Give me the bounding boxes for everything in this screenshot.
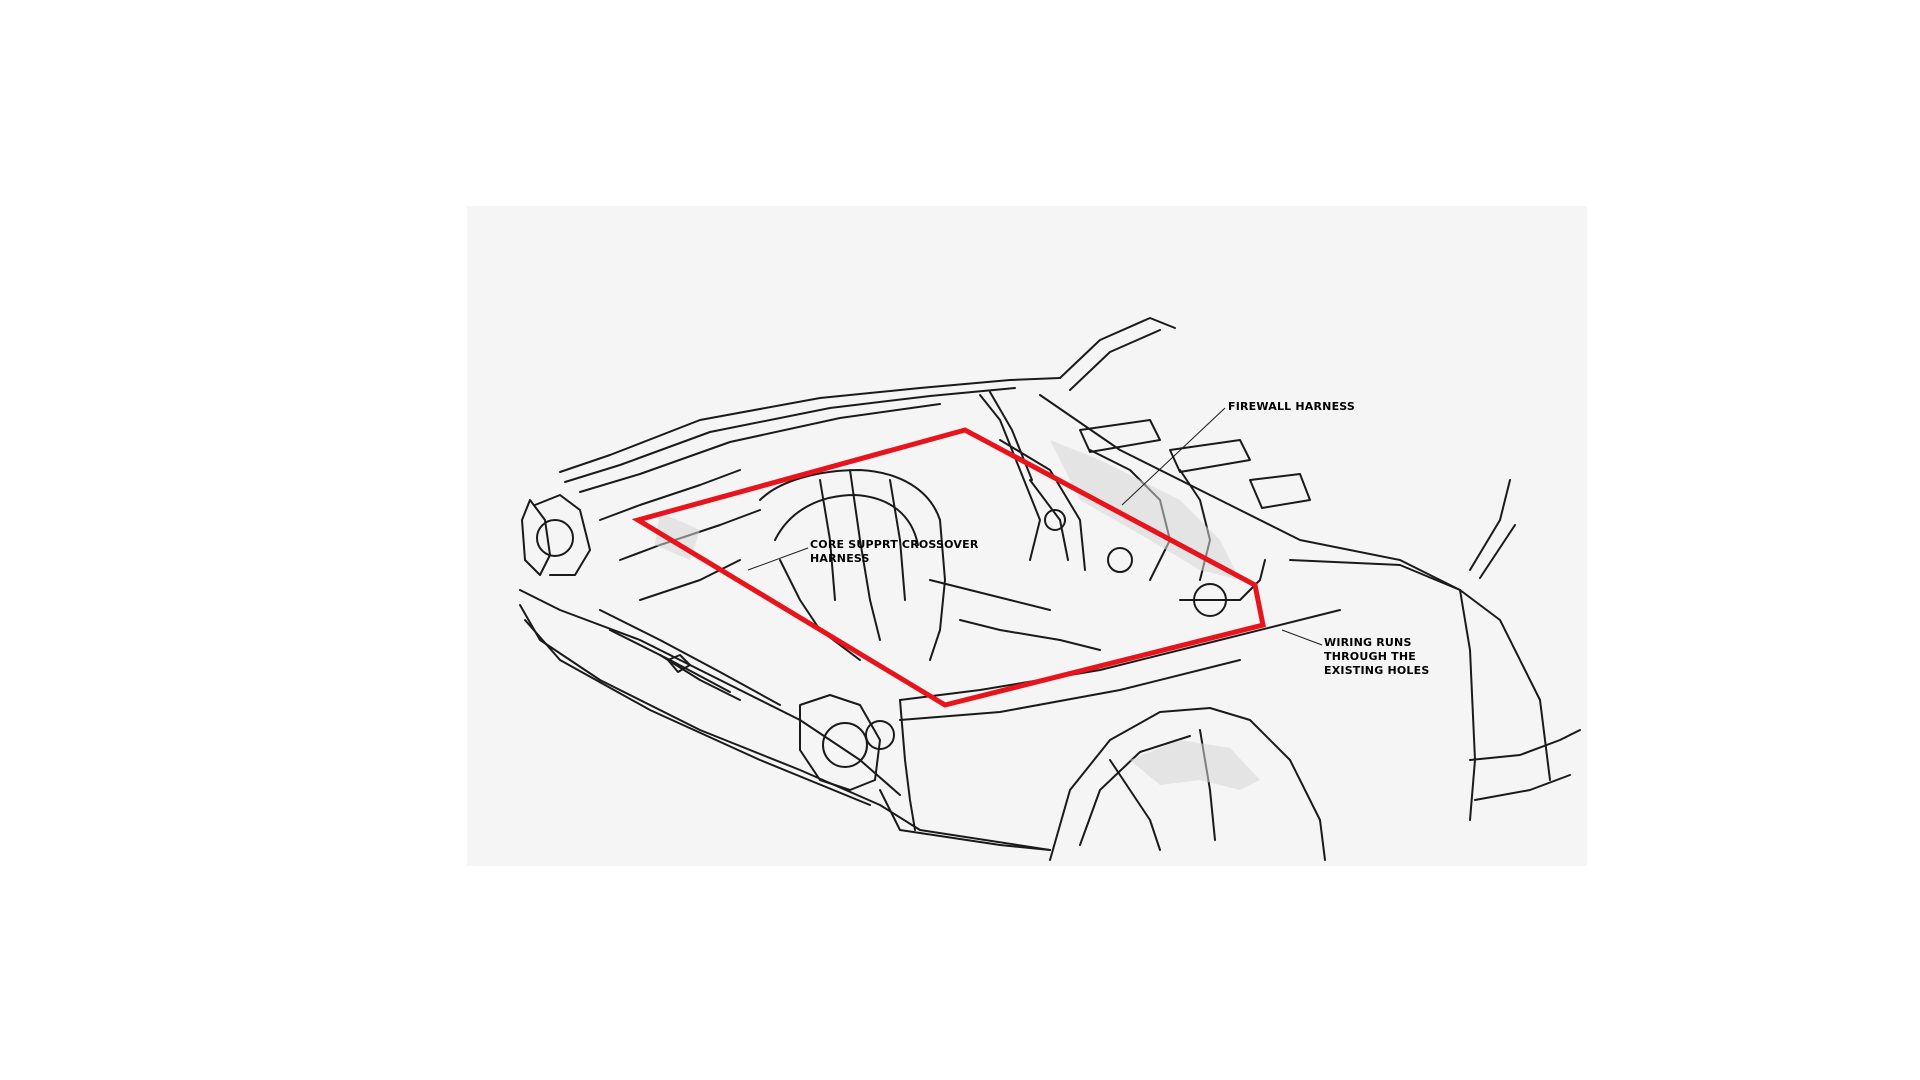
leader-lines (747, 407, 1323, 646)
firewall-harness-label: FIREWALL HARNESS (1228, 400, 1356, 413)
leader-line-firewall (1121, 407, 1226, 506)
illustration-background (467, 206, 1587, 866)
harness-route-outline (631, 427, 1266, 708)
car-body-line-art (519, 317, 1581, 861)
wiring-runs-label: WIRING RUNS THROUGH THE EXISTING HOLES (1324, 636, 1430, 677)
core-support-crossover-harness-label: CORE SUPPRT CROSSOVER HARNESS (810, 538, 979, 565)
leader-line-core-support (747, 547, 809, 571)
leader-line-wiring-runs (1281, 629, 1323, 646)
